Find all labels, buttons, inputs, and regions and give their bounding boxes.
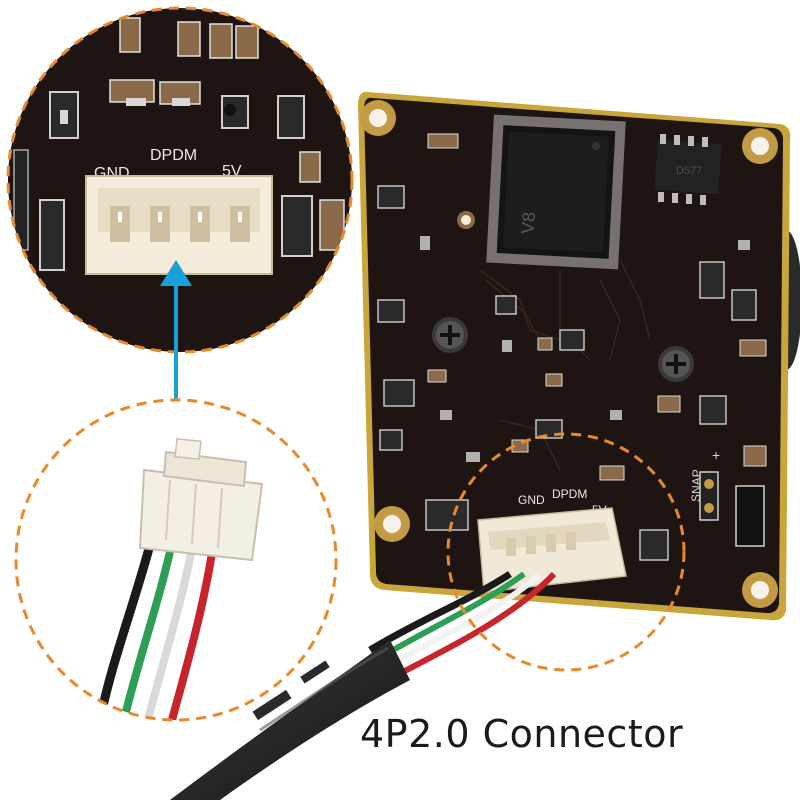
board-connector (477, 507, 627, 593)
chip-marking: V8 (517, 211, 539, 235)
smd-components (377, 133, 767, 561)
highlight-circle-board (446, 432, 686, 672)
highlight-circle-zoom-pcb (6, 6, 354, 354)
mounting-hole (742, 572, 778, 608)
screw (658, 346, 694, 382)
connector-cable (170, 571, 557, 800)
regulator-ic: D577 (654, 134, 722, 205)
zoom-circle-plug (14, 398, 338, 722)
processor-chip: V8 (486, 114, 626, 270)
zoom-circle-pcb: GND DPDM 5V (6, 6, 354, 354)
caption-title: 4P2.0 Connector (360, 712, 684, 756)
highlight-circle-zoom-plug (14, 398, 338, 722)
mounting-hole (742, 128, 778, 164)
mounting-hole (360, 100, 396, 136)
board-pin-label-dpdm: DPDM (552, 487, 587, 501)
camera-board: V8 D577 (358, 91, 800, 621)
ic-marking: D577 (676, 165, 702, 177)
snap-pads: SNAP + (689, 447, 765, 547)
polarity-label: + (712, 447, 720, 463)
board-pin-label-gnd: GND (518, 493, 545, 507)
mounting-hole (374, 506, 410, 542)
screw (432, 317, 468, 353)
zoom-pin-label-dpdm: DPDM (150, 147, 197, 164)
